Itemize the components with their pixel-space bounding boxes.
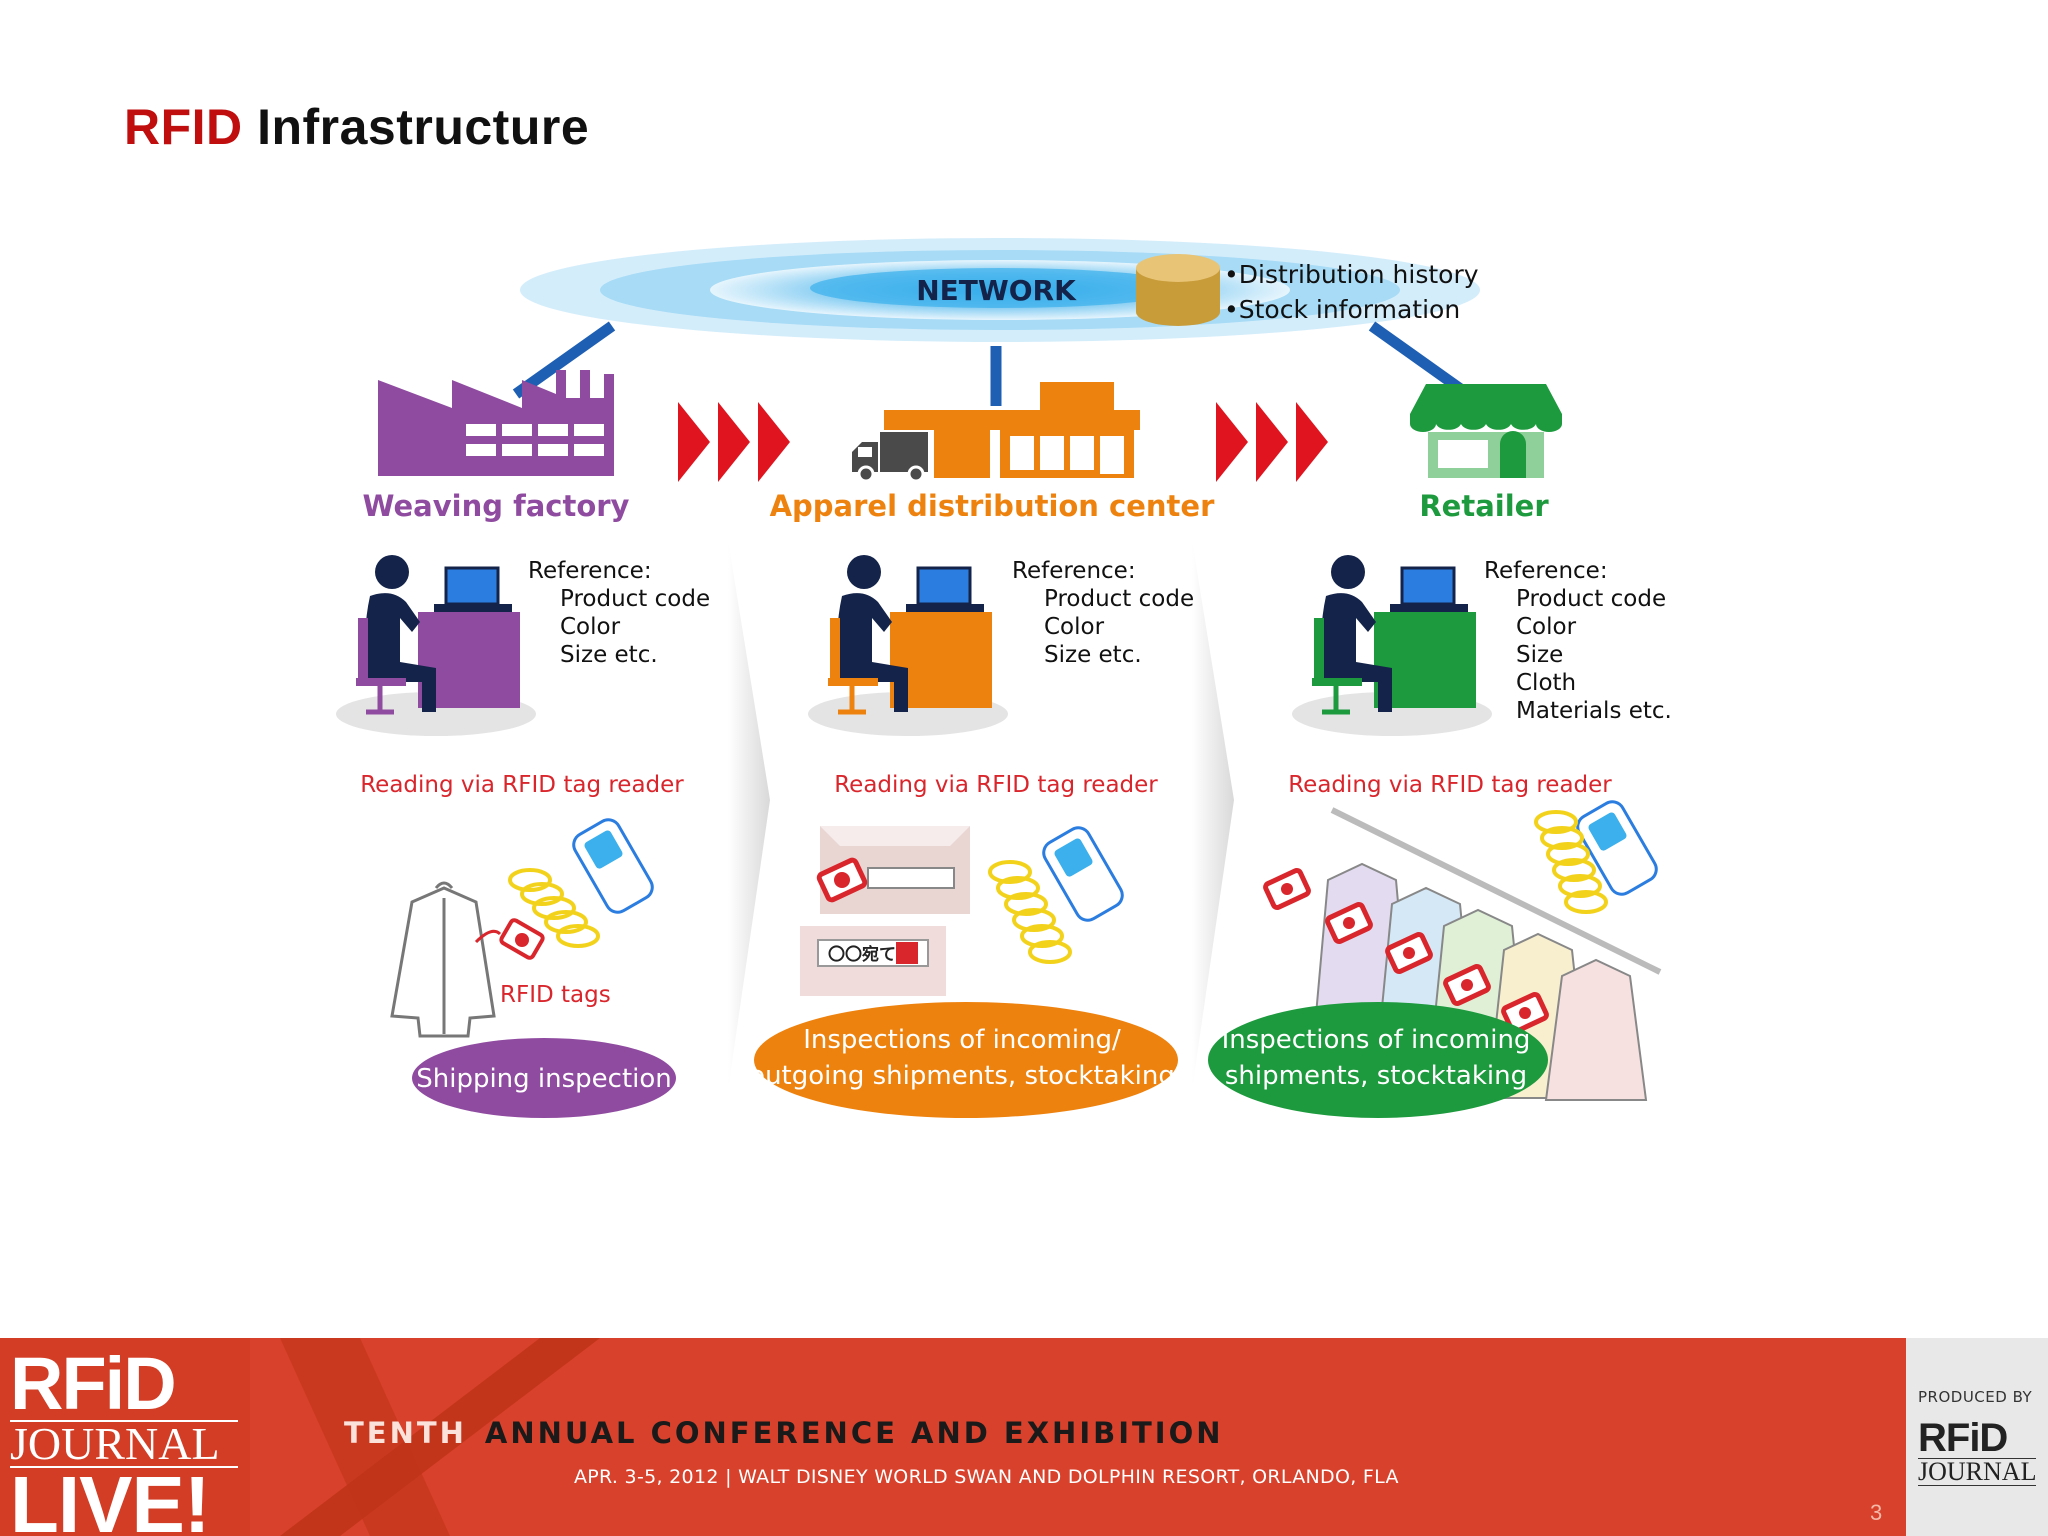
box-label: 〇〇宛て bbox=[828, 944, 896, 965]
worker-desk-icon-factory bbox=[336, 555, 536, 736]
worker-desk-icon-retailer bbox=[1292, 555, 1492, 736]
reference-item: Size etc. bbox=[1044, 642, 1142, 668]
process-label-line1: Inspections of incoming bbox=[1222, 1025, 1531, 1055]
reference-item: Color bbox=[560, 614, 621, 640]
truck-icon bbox=[852, 432, 928, 483]
process-retailer-inspections: Inspections of incoming shipments, stock… bbox=[1208, 1002, 1548, 1118]
conference-name: ANNUAL CONFERENCE AND EXHIBITION bbox=[484, 1416, 1224, 1450]
stage-separators bbox=[728, 540, 1234, 1090]
reference-item: Size etc. bbox=[560, 642, 658, 668]
page-number: 3 bbox=[1870, 1500, 1883, 1525]
db-item-distribution-history: •Distribution history bbox=[1224, 260, 1479, 289]
x-graphic bbox=[0, 1338, 600, 1536]
reference-item: Materials etc. bbox=[1516, 698, 1672, 724]
slide-title-rfid: RFID bbox=[124, 99, 243, 155]
conference-dates: APR. 3-5, 2012 | WALT DISNEY WORLD SWAN … bbox=[574, 1466, 1399, 1488]
process-label-line2: outgoing shipments, stocktaking bbox=[749, 1061, 1175, 1091]
slide-title: RFID Infrastructure bbox=[124, 98, 589, 156]
logo-live: LIVE! bbox=[10, 1460, 210, 1536]
produced-by-label: PRODUCED BY bbox=[1918, 1388, 2033, 1406]
rfid-reader-icon-factory bbox=[508, 818, 654, 948]
reader-label-retailer: Reading via RFID tag reader bbox=[1288, 772, 1612, 798]
flow-arrows-right bbox=[1216, 402, 1328, 482]
shirt-icon-factory bbox=[390, 881, 496, 1038]
reference-item: Product code bbox=[1044, 586, 1194, 612]
reference-title: Reference: bbox=[528, 558, 652, 584]
rfid-reader-icon-distribution bbox=[988, 826, 1124, 964]
db-item-stock-information: •Stock information bbox=[1224, 295, 1460, 324]
logo-rfid: RFiD bbox=[10, 1342, 177, 1425]
reference-item: Cloth bbox=[1516, 670, 1576, 696]
process-shipping-inspection: Shipping inspection bbox=[412, 1038, 676, 1118]
process-label-line1: Inspections of incoming/ bbox=[803, 1025, 1121, 1055]
worker-desk-icon-distribution bbox=[808, 555, 1008, 736]
process-distribution-inspections: Inspections of incoming/ outgoing shipme… bbox=[749, 1002, 1178, 1118]
network-links bbox=[512, 321, 1466, 406]
reference-title: Reference: bbox=[1484, 558, 1608, 584]
reference-item: Product code bbox=[560, 586, 710, 612]
slide-title-infrastructure: Infrastructure bbox=[257, 99, 590, 155]
reader-label-distribution: Reading via RFID tag reader bbox=[834, 772, 1158, 798]
rfid-tag-icon bbox=[474, 918, 545, 960]
reference-block-distribution: Reference: Product code Color Size etc. bbox=[1012, 558, 1194, 668]
process-label-line2: shipments, stocktaking bbox=[1225, 1061, 1527, 1091]
conference-tenth: TENTH bbox=[344, 1416, 467, 1450]
footer-banner: RFiD JOURNAL LIVE! TENTH ANNUAL CONFERENC… bbox=[0, 1338, 1906, 1536]
producer-logo-rfid: RFiD bbox=[1918, 1416, 2008, 1460]
retailer-store-icon bbox=[1410, 384, 1562, 478]
conference-title: TENTH ANNUAL CONFERENCE AND EXHIBITION bbox=[344, 1416, 1224, 1450]
reference-block-retailer: Reference: Product code Color Size Cloth… bbox=[1484, 558, 1672, 724]
logo-journal: JOURNAL bbox=[10, 1420, 238, 1468]
stage-name-weaving-factory: Weaving factory bbox=[363, 489, 630, 523]
producer-logo-journal: JOURNAL bbox=[1918, 1457, 2037, 1486]
shipping-box-icon: 〇〇宛て bbox=[800, 826, 970, 996]
stage-name-retailer: Retailer bbox=[1419, 489, 1549, 523]
rfid-tags-label: RFID tags bbox=[500, 982, 611, 1008]
network-label: NETWORK bbox=[916, 274, 1077, 307]
factory-icon bbox=[378, 370, 614, 476]
reference-item: Size bbox=[1516, 642, 1563, 668]
reference-item: Product code bbox=[1516, 586, 1666, 612]
rfid-journal-live-logo: RFiD JOURNAL LIVE! bbox=[10, 1342, 238, 1536]
reference-item: Color bbox=[1044, 614, 1105, 640]
flow-arrows-left bbox=[678, 402, 790, 482]
rfid-reader-icon-retailer bbox=[1534, 800, 1658, 914]
reference-title: Reference: bbox=[1012, 558, 1136, 584]
database-icon bbox=[1136, 254, 1220, 326]
reference-item: Color bbox=[1516, 614, 1577, 640]
reader-label-factory: Reading via RFID tag reader bbox=[360, 772, 684, 798]
distribution-center-icon bbox=[884, 382, 1140, 478]
process-label: Shipping inspection bbox=[416, 1064, 672, 1094]
reference-block-factory: Reference: Product code Color Size etc. bbox=[528, 558, 710, 668]
stage-name-distribution-center: Apparel distribution center bbox=[770, 489, 1216, 523]
conference-footer: RFiD JOURNAL LIVE! TENTH ANNUAL CONFERENC… bbox=[0, 1338, 2048, 1536]
produced-by-panel: PRODUCED BY RFiD JOURNAL bbox=[1906, 1338, 2048, 1536]
rfid-infrastructure-diagram: NETWORK •Distribution history •Stock inf… bbox=[336, 238, 1672, 1118]
